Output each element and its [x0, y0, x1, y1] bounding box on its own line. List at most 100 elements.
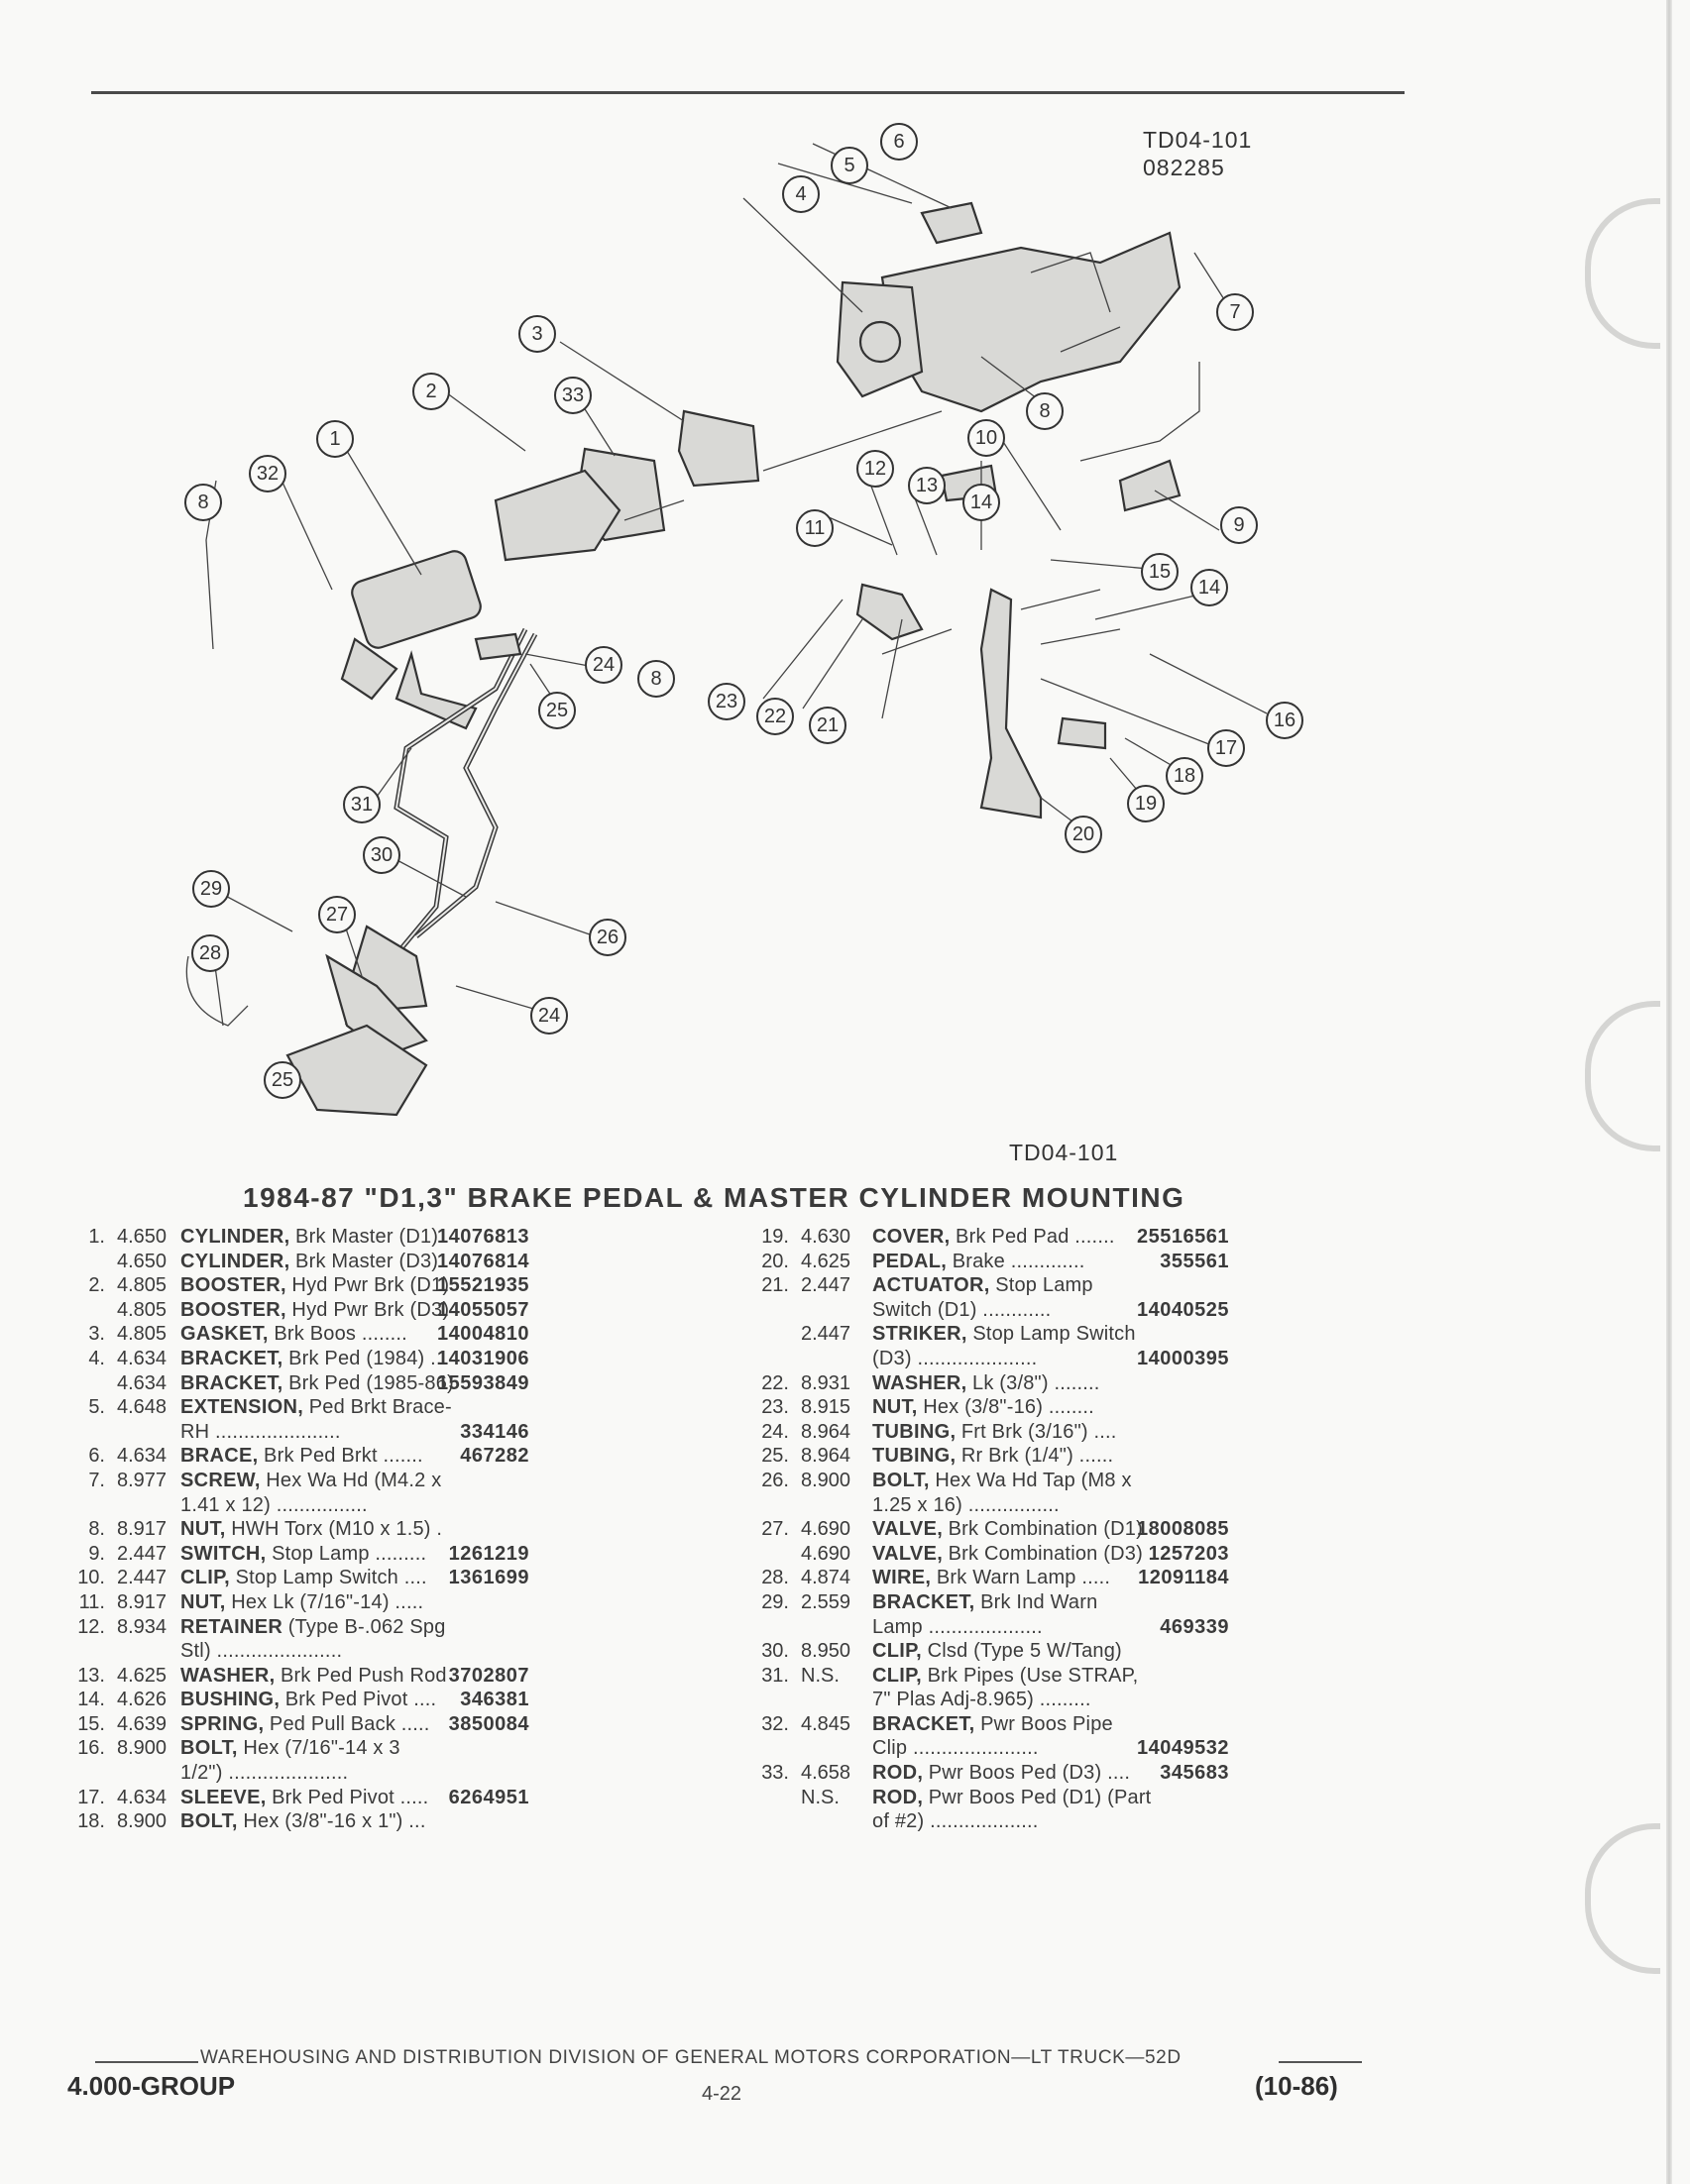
item-number — [726, 1493, 793, 1518]
item-number: 32. — [761, 1712, 789, 1735]
parts-row: 7" Plas Adj-8.965) ......... — [726, 1688, 1229, 1712]
part-number: 14031906 — [437, 1347, 529, 1369]
item-number — [726, 1322, 793, 1347]
svg-text:8: 8 — [197, 491, 208, 513]
svg-text:21: 21 — [817, 714, 839, 736]
svg-text:25: 25 — [272, 1069, 293, 1091]
group-number: 4.690 — [801, 1518, 851, 1541]
callout-30: 30 — [363, 836, 400, 874]
svg-text:24: 24 — [593, 654, 615, 676]
callout-27: 27 — [318, 896, 356, 933]
part-number — [430, 1395, 529, 1420]
part-name: TUBING, — [872, 1445, 957, 1468]
brake-pedal-assembly — [855, 459, 1182, 819]
svg-text:8: 8 — [650, 668, 661, 690]
part-description: Hex Lk (7/16"-14) ..... — [231, 1590, 424, 1613]
part-number — [430, 1469, 529, 1493]
group-number — [793, 1688, 872, 1712]
part-number: 1261219 — [448, 1542, 529, 1565]
part-description: Brk Ind Warn — [980, 1590, 1098, 1613]
part-number — [430, 1615, 529, 1640]
part-number: 355561 — [1160, 1250, 1229, 1272]
part-description: Lk (3/8") ........ — [972, 1371, 1100, 1394]
svg-text:19: 19 — [1135, 793, 1157, 815]
callout-13: 13 — [908, 467, 946, 504]
part-name: BOLT, — [872, 1469, 930, 1491]
part-number — [1126, 1639, 1229, 1664]
part-description: Ped Brkt Brace- — [308, 1396, 452, 1419]
svg-text:14: 14 — [970, 491, 992, 513]
callout-4: 4 — [782, 175, 820, 213]
part-number — [430, 1590, 529, 1615]
part-description: of #2) ................... — [872, 1810, 1039, 1833]
svg-text:26: 26 — [597, 927, 619, 948]
item-number: 4. — [88, 1347, 105, 1369]
item-number: 30. — [761, 1640, 789, 1663]
callout-6: 6 — [880, 123, 918, 161]
svg-text:30: 30 — [371, 844, 393, 866]
part-number: 14076814 — [437, 1250, 529, 1272]
part-name: BRACKET, — [872, 1712, 975, 1735]
svg-text:11: 11 — [805, 517, 826, 539]
svg-text:10: 10 — [975, 427, 997, 449]
part-description: Pwr Boos Ped (D1) (Part — [928, 1786, 1152, 1808]
part-number — [1126, 1664, 1229, 1689]
part-number — [1126, 1395, 1229, 1420]
part-description: Brk Pipes (Use STRAP, — [927, 1664, 1139, 1687]
callout-3: 3 — [518, 315, 556, 353]
part-number — [1126, 1493, 1229, 1518]
group-number — [793, 1347, 872, 1371]
part-number — [430, 1809, 529, 1834]
parts-row: Switch (D1) ............14040525 — [726, 1298, 1229, 1323]
item-number: 21. — [761, 1274, 789, 1297]
part-description: RH ...................... — [180, 1420, 341, 1443]
part-description: (Type B-.062 Spg — [287, 1615, 446, 1638]
group-number: 2.447 — [117, 1542, 168, 1565]
group-number — [109, 1761, 180, 1786]
item-number — [726, 1298, 793, 1323]
diagram-id-bottom: TD04-101 — [1009, 1140, 1119, 1165]
part-description: Brk Combination (D3) — [948, 1542, 1143, 1565]
part-name: BOOSTER, — [180, 1298, 286, 1321]
group-number: N.S. — [801, 1664, 840, 1687]
part-name: WIRE, — [872, 1567, 932, 1589]
part-description: Pwr Boos Ped (D3) .... — [928, 1762, 1131, 1785]
callout-26: 26 — [589, 919, 626, 956]
item-number: 6. — [88, 1445, 105, 1468]
item-number: 9. — [88, 1542, 105, 1565]
item-number — [726, 1615, 793, 1640]
part-name: NUT, — [180, 1518, 226, 1541]
item-number: 25. — [761, 1445, 789, 1468]
part-number: 345683 — [1160, 1762, 1229, 1785]
group-number: 2.447 — [801, 1323, 851, 1346]
part-name: NUT, — [180, 1590, 226, 1613]
group-number: 4.690 — [801, 1542, 851, 1565]
group-number — [793, 1809, 872, 1834]
part-number: 1361699 — [448, 1567, 529, 1589]
part-description: Stop Lamp ......... — [272, 1542, 427, 1565]
part-description: Hex Wa Hd Tap (M8 x — [935, 1469, 1132, 1491]
part-description: Clip ...................... — [872, 1737, 1039, 1760]
part-name: SCREW, — [180, 1469, 261, 1491]
part-name: COVER, — [872, 1226, 951, 1248]
group-number: 4.648 — [117, 1396, 168, 1419]
page-number: 4-22 — [702, 2083, 742, 2105]
part-name: CLIP, — [872, 1664, 923, 1687]
item-number: 12. — [77, 1615, 105, 1638]
callout-8-left: 8 — [184, 484, 222, 521]
group-number: 2.447 — [801, 1274, 851, 1297]
part-description: Frt Brk (3/16") .... — [960, 1420, 1117, 1443]
item-number: 14. — [77, 1689, 105, 1711]
item-number — [726, 1736, 793, 1761]
